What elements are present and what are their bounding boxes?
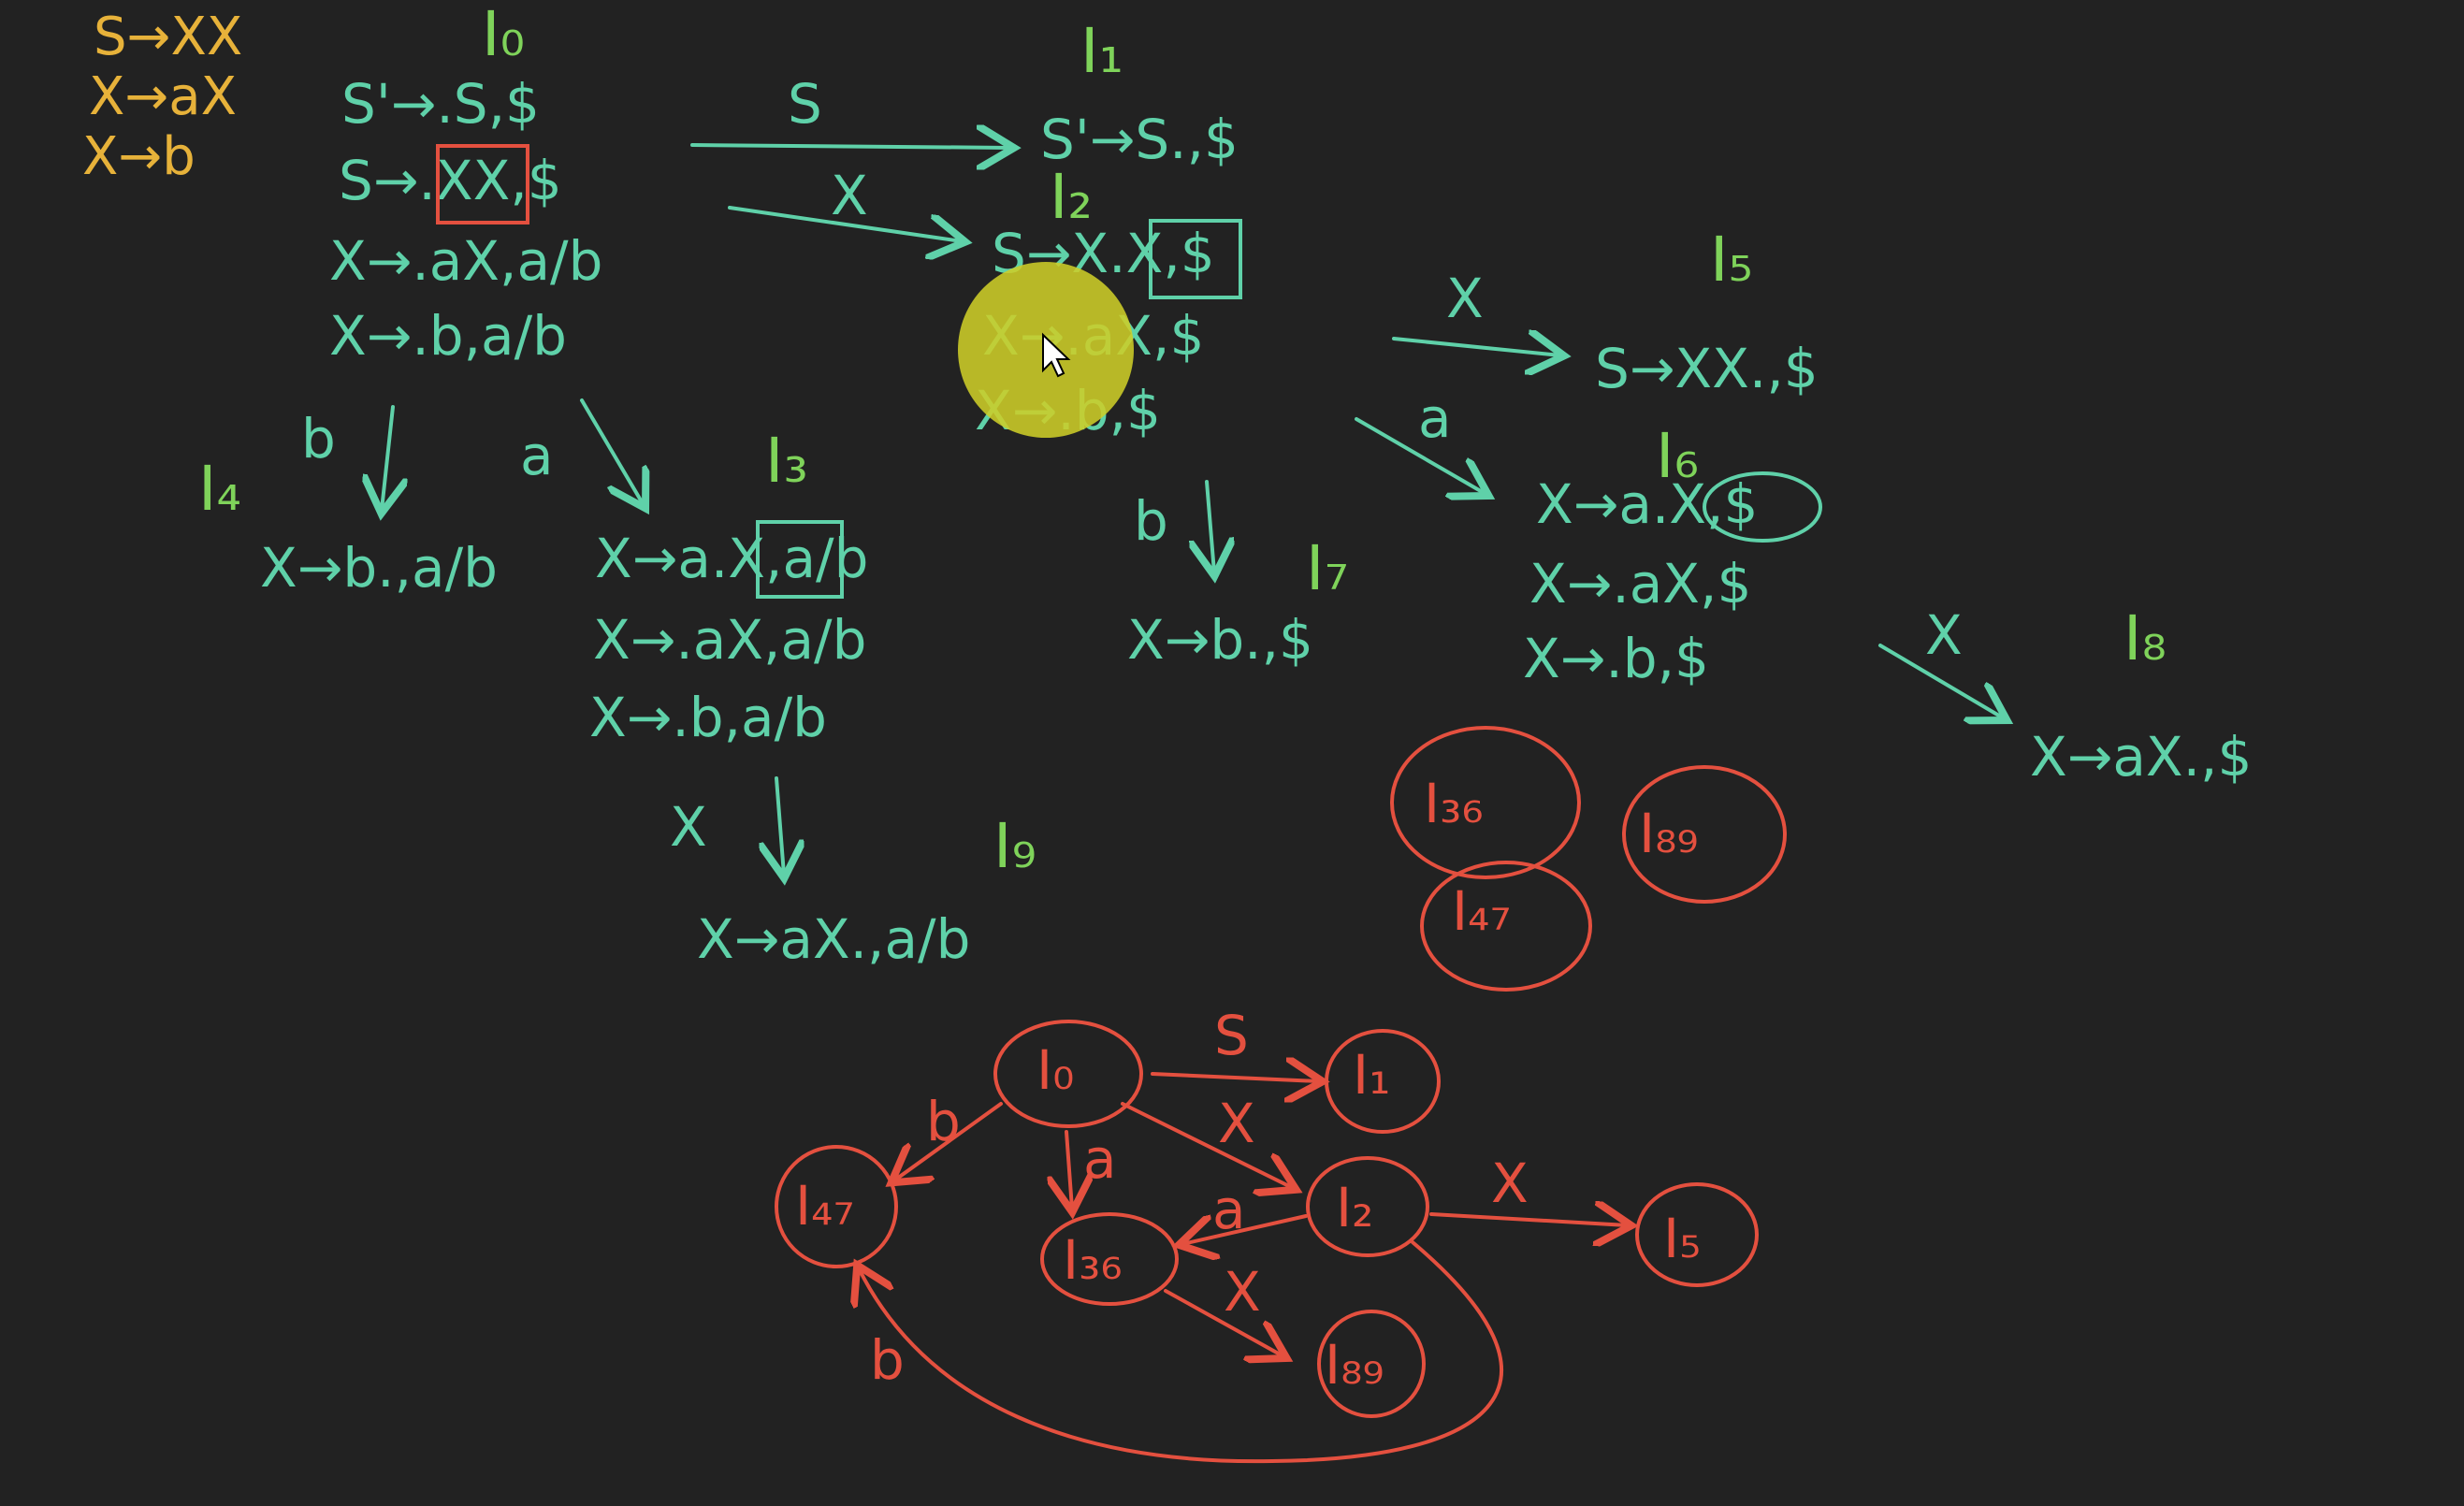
state-label-i5: I₅ [1710, 224, 1753, 296]
dfa-edge-label-x3: X [1224, 1260, 1261, 1324]
state-label-i8: I₈ [2123, 602, 2167, 674]
dfa-node-i89: I₈₉ [1325, 1333, 1384, 1397]
dfa-circle-i89 [1317, 1310, 1426, 1418]
dfa-circle-i2 [1306, 1156, 1429, 1257]
dfa-node-i47: I₄₇ [795, 1174, 855, 1238]
dfa-edge-label-b2: b [870, 1328, 905, 1392]
dfa-node-i5: I₅ [1663, 1207, 1702, 1270]
transition-label-b-i0-i4: b [301, 407, 336, 471]
dfa-edge-label-s: S [1214, 1004, 1249, 1067]
transition-label-x-i0-i2: X [831, 164, 868, 227]
state-label-i0: I₀ [482, 0, 525, 70]
grammar-rule-2: X→aX [89, 66, 237, 127]
i2-dot-box [1149, 219, 1242, 299]
i3-dot-box [756, 520, 844, 599]
merged-circle-i36 [1390, 726, 1581, 879]
i3-item-3: X→.b,a/b [589, 686, 827, 749]
i3-item-1: X→a.X,a/b [595, 527, 869, 590]
i4-item-1: X→b.,a/b [260, 536, 498, 600]
arrow-i0-i4 [382, 405, 393, 510]
i6-item-2: X→.aX,$ [1529, 552, 1752, 615]
dfa-edge-i2-i5 [1429, 1214, 1628, 1225]
dfa-edge-label-x2: X [1491, 1151, 1529, 1215]
transition-label-a-i0-i3: a [520, 424, 554, 487]
dfa-edge-i0-i1 [1151, 1074, 1319, 1081]
dfa-edge-i2-i36 [1182, 1214, 1308, 1244]
dfa-edge-label-b1: b [926, 1090, 961, 1153]
merged-circle-i47 [1420, 861, 1592, 992]
i3-item-2: X→.aX,a/b [593, 608, 867, 672]
state-label-i9: I₉ [993, 810, 1036, 882]
transition-label-x-i2-i5: X [1446, 267, 1484, 330]
merged-circle-i89 [1622, 765, 1787, 904]
dfa-node-i2: I₂ [1336, 1176, 1374, 1239]
arrow-i3-i9 [776, 776, 784, 875]
arrow-i6-i8 [1878, 644, 2004, 718]
dfa-node-i0: I₀ [1036, 1038, 1075, 1102]
dfa-circle-i47 [775, 1145, 898, 1268]
dfa-node-i1: I₁ [1353, 1043, 1391, 1107]
dfa-circle-i0 [993, 1020, 1143, 1128]
arrow-i2-i6 [1355, 417, 1486, 494]
i0-dot-box [436, 144, 529, 224]
grammar-rule-1: S→XX [94, 7, 243, 67]
i6-item-1: X→a.X,$ [1536, 472, 1759, 536]
grammar-rule-3: X→b [82, 126, 196, 187]
i8-item-1: X→aX.,$ [2030, 725, 2253, 789]
dfa-edge-label-x1: X [1218, 1092, 1255, 1155]
dfa-edge-i0-i47 [894, 1102, 1003, 1180]
i6-item-3: X→.b,$ [1523, 627, 1709, 690]
arrow-i2-i5 [1392, 339, 1560, 355]
i0-item-3: X→.aX,a/b [329, 229, 603, 293]
state-label-i7: I₇ [1306, 532, 1349, 604]
dfa-node-i36: I₃₆ [1063, 1228, 1123, 1292]
i9-item-1: X→aX.,a/b [697, 907, 971, 971]
i0-item-1: S'→.S,$ [341, 72, 540, 136]
dfa-edge-i0-i2 [1121, 1102, 1293, 1188]
transition-label-x-i6-i8: X [1925, 603, 1963, 667]
i1-item-1: S'→S.,$ [1040, 108, 1239, 171]
i7-item-1: X→b.,$ [1127, 608, 1313, 672]
arrow-i0-i1 [690, 145, 1010, 148]
i0-item-2: S→.XX,$ [339, 149, 562, 212]
state-label-i3: I₃ [765, 425, 808, 497]
transition-label-s-i0-i1: S [788, 72, 822, 136]
dfa-edge-i0-i36 [1066, 1130, 1072, 1209]
merged-state-i47: I₄₇ [1452, 879, 1512, 943]
transition-label-b-i2-i7: b [1134, 489, 1168, 553]
state-label-i6: I₆ [1656, 420, 1699, 492]
i5-item-1: S→XX.,$ [1595, 337, 1819, 400]
dfa-edge-i36-i89 [1164, 1289, 1283, 1356]
arrow-i2-i7 [1207, 480, 1214, 572]
transition-label-a-i2-i6: a [1418, 386, 1452, 450]
merged-state-i89: I₈₉ [1639, 802, 1699, 865]
arrow-i0-i3 [580, 398, 644, 505]
state-label-i2: I₂ [1050, 161, 1093, 233]
arrow-i0-i2 [728, 206, 962, 241]
dfa-edge-i2-i47 [859, 1240, 1504, 1464]
merged-state-i36: I₃₆ [1424, 772, 1484, 835]
state-label-i4: I₄ [198, 453, 241, 525]
i6-dot-ellipse [1703, 471, 1822, 543]
i0-item-4: X→.b,a/b [329, 304, 567, 368]
transition-label-x-i3-i9: X [670, 795, 707, 859]
state-label-i1: I₁ [1080, 15, 1123, 87]
